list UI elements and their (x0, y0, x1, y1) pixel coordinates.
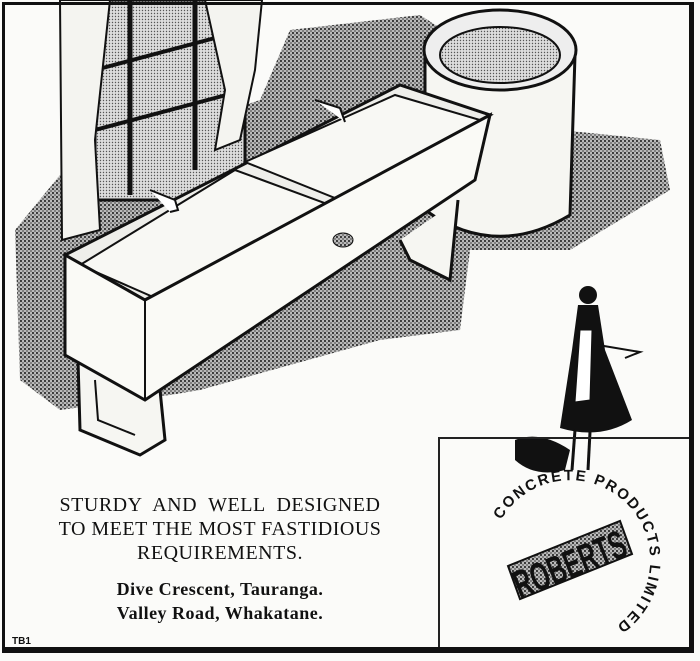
logo-panel (438, 437, 690, 651)
address-whakatane: Valley Road, Whakatane. (116, 603, 324, 623)
tub-leg (76, 359, 167, 457)
tub-leg (398, 199, 460, 283)
headline-line-1: STURDY AND WELL DESIGNED (59, 494, 381, 516)
double-laundry-tub (61, 83, 494, 402)
border (2, 2, 694, 653)
window (58, 0, 264, 242)
address-tauranga: Dive Crescent, Tauranga. (116, 579, 324, 599)
ad-code: TB1 (12, 636, 31, 647)
headline-line-3: REQUIREMENTS. (137, 542, 303, 564)
woman-figure (515, 286, 644, 473)
headline-line-2: TO MEET THE MOST FASTIDIOUS (58, 518, 382, 540)
